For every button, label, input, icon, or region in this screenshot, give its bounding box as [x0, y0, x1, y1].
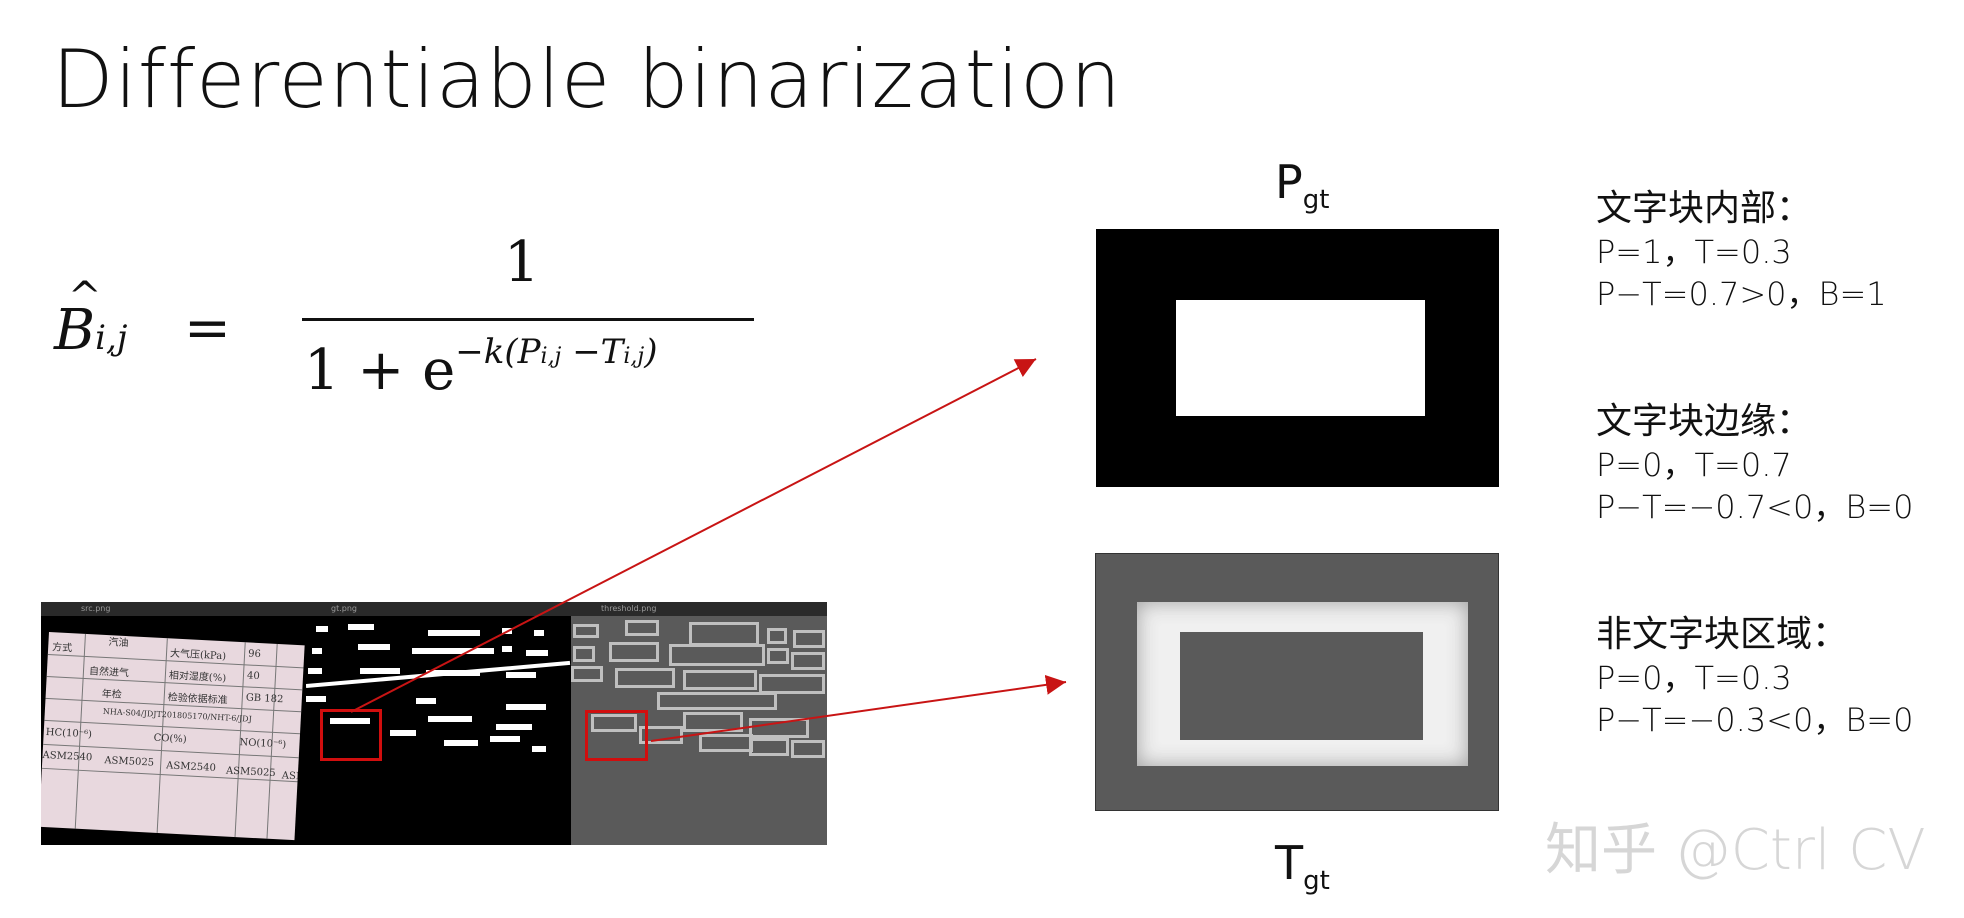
formula-numerator: 1	[504, 230, 540, 295]
arrow-to-probability-map	[350, 358, 1037, 713]
probability-gt-panel	[306, 616, 571, 845]
note-inside: 文字块内部： P=1，T=0.3 P−T=0.7>0，B=1	[1596, 188, 1887, 313]
screenshot-strip: src.png gt.png threshold.png 方式 汽油 大气压(k…	[41, 602, 827, 845]
formula-lhs: Bi,j	[54, 298, 128, 363]
text-region-white	[1176, 300, 1425, 416]
binarization-formula: ^ Bi,j = 1 1 + e−k(Pi,j −Ti,j)	[54, 230, 754, 410]
slide-title: Differentiable binarization	[52, 33, 1122, 126]
fraction-bar	[302, 318, 754, 321]
formula-hat: ^	[68, 274, 102, 320]
watermark: 知乎 @Ctrl CV	[1545, 818, 1926, 883]
arrow-to-threshold-map	[650, 674, 1067, 742]
probability-map-box	[1096, 229, 1499, 487]
window-titlebar: src.png gt.png threshold.png	[41, 602, 827, 616]
inner-region-gray	[1180, 632, 1423, 740]
formula-equals: =	[184, 296, 231, 361]
p-gt-label: Pgt	[1275, 155, 1330, 216]
t-gt-label: Tgt	[1275, 836, 1330, 897]
highlight-box-threshold	[585, 710, 648, 761]
note-edge: 文字块边缘： P=0，T=0.7 P−T=−0.7<0，B=0	[1596, 401, 1914, 526]
formula-denominator: 1 + e−k(Pi,j −Ti,j)	[304, 332, 658, 403]
highlight-box-probability	[320, 709, 382, 761]
note-outside: 非文字块区域： P=0，T=0.3 P−T=−0.3<0，B=0	[1596, 614, 1914, 739]
threshold-map-box	[1095, 553, 1499, 811]
threshold-gt-panel	[571, 616, 827, 845]
source-image-panel: 方式 汽油 大气压(kPa) 96 自然进气 相对湿度(%) 40 年检 检验依…	[41, 616, 306, 845]
